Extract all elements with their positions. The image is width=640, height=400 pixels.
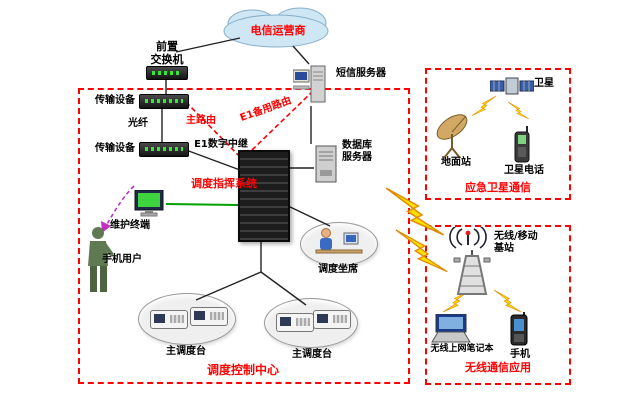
satellite-phone-label: 卫星电话: [504, 165, 544, 176]
dispatch-console-icon: [313, 310, 351, 329]
sms-server-icon: [293, 65, 326, 103]
dispatch-console-icon: [150, 310, 188, 329]
wireless-laptop-label: 无线上网笔记本: [430, 344, 494, 354]
main-console-label-1: 主调度台: [166, 346, 206, 357]
emergency-satcom-box: [425, 68, 571, 200]
maintenance-terminal-label: 维护终端: [110, 220, 150, 231]
dispatch-seat-label: 调度坐席: [318, 264, 358, 275]
wireless-signal-icon: [449, 227, 487, 249]
fiber-label: 光纤: [128, 118, 148, 129]
satellite-label: 卫星: [534, 78, 554, 89]
dispatch-command-system-label: 调度指挥系统: [191, 177, 257, 190]
dispatch-control-center-label: 调度控制中心: [206, 363, 279, 377]
wireless-base-label: 无线/移动 基站: [494, 231, 538, 254]
main-route-label: 主路由: [186, 115, 216, 126]
front-switch-label: 前置 交换机: [150, 40, 184, 67]
transmission-label-1: 传输设备: [95, 95, 135, 106]
e1-digital-trunk-label: E1数字中继: [194, 139, 248, 150]
cloud-label: 电信运营商: [250, 24, 306, 37]
maintenance-terminal-icon: [134, 190, 164, 217]
transmission-device-icon: [139, 94, 189, 109]
satellite-phone-icon: [514, 126, 530, 163]
sms-server-label: 短信服务器: [336, 68, 386, 79]
main-console-label-2: 主调度台: [292, 349, 332, 360]
mobile-phone-label: 手机: [510, 349, 530, 360]
ground-station-label: 地面站: [441, 157, 471, 168]
dispatch-console-icon: [190, 307, 228, 326]
satellite-icon: [490, 77, 534, 95]
phone-user-label: 手机用户: [102, 254, 142, 265]
phone-user-icon: [88, 227, 114, 292]
database-server-icon: [315, 145, 337, 183]
dispatch-server-rack-icon: [238, 150, 290, 242]
dispatch-seat-ellipse: [300, 222, 378, 266]
wireless-comm-app-label: 无线通信应用: [465, 361, 531, 374]
mobile-phone-icon: [510, 312, 528, 346]
ground-station-icon: [436, 114, 468, 159]
base-station-tower-icon: [453, 250, 491, 295]
transmission-device-icon: [139, 142, 189, 157]
dispatch-console-icon: [276, 313, 314, 332]
database-server-label: 数据库 服务器: [342, 140, 372, 163]
dispatch-seat-icon: [315, 228, 363, 254]
transmission-label-2: 传输设备: [95, 143, 135, 154]
wireless-comm-box: [425, 225, 571, 385]
laptop-icon: [431, 314, 471, 343]
front-switch-icon: [146, 66, 188, 80]
emergency-satcom-label: 应急卫星通信: [465, 181, 531, 194]
